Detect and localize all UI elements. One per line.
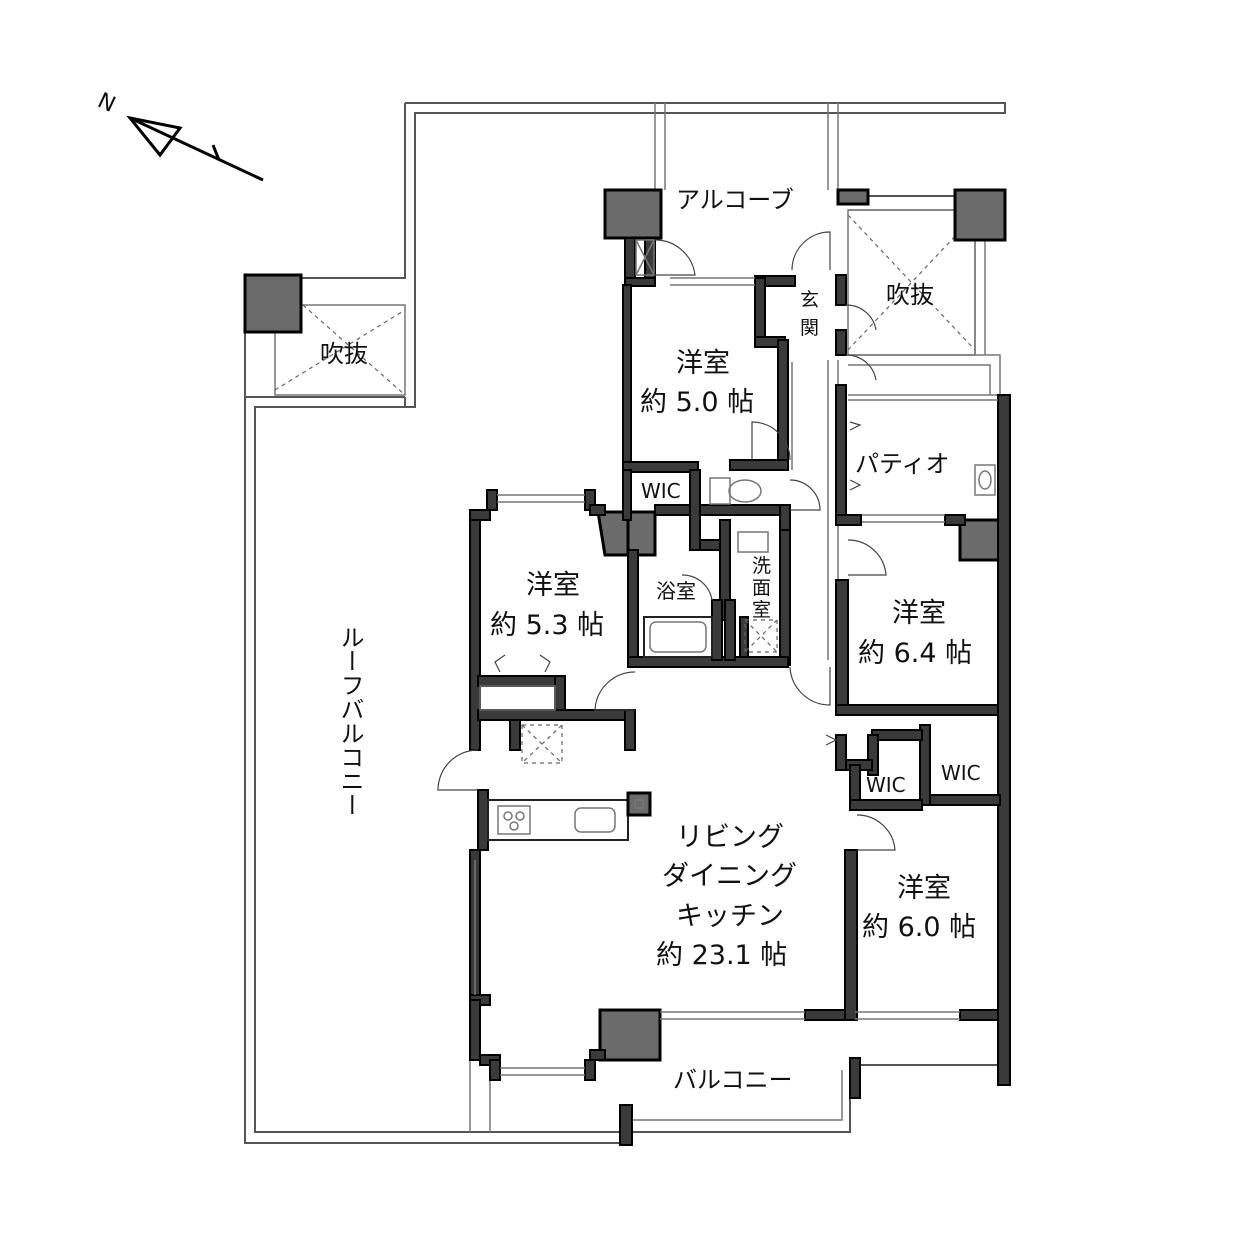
door-swings: [437, 231, 896, 851]
room-6-4-name: 洋室: [892, 598, 946, 629]
wic-label-mid: WIC: [866, 773, 906, 797]
ldk-line-1: リビング: [676, 822, 784, 853]
ldk-size: 約 23.1 帖: [656, 940, 787, 971]
columns: [243, 188, 1007, 1062]
entrance-label-2: 関: [800, 317, 819, 339]
toilet-icon: [728, 479, 762, 503]
compass-label: N: [94, 88, 119, 118]
wic-label-top: WIC: [641, 479, 681, 503]
washroom-label-1: 洗: [752, 555, 771, 577]
windows: [474, 277, 998, 1076]
walls: [469, 237, 1011, 1146]
alcove-label: アルコーブ: [676, 186, 794, 214]
room-6-0-size: 約 6.0 帖: [862, 912, 976, 943]
fixtures: [479, 239, 996, 841]
ldk-line-3: キッチン: [676, 901, 784, 932]
toilet-tank-icon: [709, 477, 731, 505]
patio-label: パティオ: [855, 450, 950, 478]
wic-label-right: WIC: [941, 761, 981, 785]
area-labels: アルコーブ 吹抜 吹抜 玄 関 パティオ バルコニー 浴室 洗 面 室 WIC …: [320, 186, 981, 1094]
outer-boundaries: [244, 102, 1006, 1144]
void-label-right: 吹抜: [886, 281, 934, 309]
sink-icon: [574, 807, 616, 833]
range-hood-icon: [626, 791, 652, 817]
bath-label: 浴室: [656, 579, 696, 603]
washroom-label-3: 室: [752, 599, 771, 621]
wash-basin-icon: [737, 531, 769, 553]
roof-balcony-label: ルーフバルコニー: [336, 625, 364, 817]
entrance-label-1: 玄: [800, 289, 819, 311]
room-6-0-name: 洋室: [897, 873, 951, 904]
room-5-0-size: 約 5.0 帖: [640, 387, 754, 418]
north-arrow-icon: N: [94, 88, 264, 182]
room-labels: 洋室 約 5.0 帖 洋室 約 5.3 帖 洋室 約 6.4 帖 洋室 約 6.…: [490, 348, 976, 971]
room-5-0-name: 洋室: [676, 348, 730, 379]
balcony-label: バルコニー: [673, 1066, 793, 1094]
stove-icon: [497, 805, 531, 835]
bathtub-icon: [643, 616, 713, 658]
room-5-3-name: 洋室: [526, 570, 580, 601]
room-6-4-size: 約 6.4 帖: [858, 638, 972, 669]
washroom-label-2: 面: [752, 577, 771, 599]
void-label-left: 吹抜: [320, 340, 368, 368]
room-5-3-size: 約 5.3 帖: [490, 610, 604, 641]
patio-sink-icon: [974, 464, 996, 496]
ldk-line-2: ダイニング: [662, 861, 797, 892]
